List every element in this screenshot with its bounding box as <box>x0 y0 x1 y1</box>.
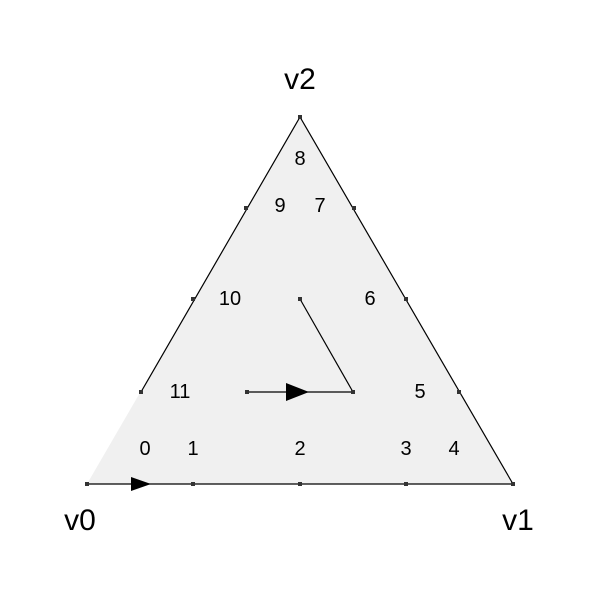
point-marker <box>191 297 195 301</box>
inner-path-diagonal <box>299 298 354 393</box>
point-marker <box>85 482 89 486</box>
point-marker <box>404 297 408 301</box>
vertex-label-v2: v2 <box>284 63 316 96</box>
node-label-3: 3 <box>400 438 411 460</box>
edge-v2-v0 <box>140 116 301 393</box>
node-label-1: 1 <box>187 438 198 460</box>
point-marker <box>351 390 355 394</box>
node-label-6: 6 <box>364 288 375 310</box>
point-marker <box>244 206 248 210</box>
point-marker <box>191 482 195 486</box>
node-label-0: 0 <box>139 438 150 460</box>
node-label-8: 8 <box>294 148 305 170</box>
node-label-10: 10 <box>219 288 241 310</box>
point-marker <box>245 390 249 394</box>
node-label-2: 2 <box>294 438 305 460</box>
point-marker <box>139 390 143 394</box>
bottom-edge-arrow <box>131 477 151 491</box>
point-marker <box>404 482 408 486</box>
vertex-label-v1: v1 <box>502 504 534 537</box>
point-marker <box>511 482 515 486</box>
node-label-5: 5 <box>414 381 425 403</box>
point-marker <box>298 482 302 486</box>
node-label-7: 7 <box>314 195 325 217</box>
vertex-label-v0: v0 <box>64 504 96 537</box>
node-label-4: 4 <box>448 438 459 460</box>
point-marker <box>352 206 356 210</box>
node-label-11: 11 <box>170 381 191 403</box>
node-label-9: 9 <box>274 195 285 217</box>
point-marker <box>298 297 302 301</box>
point-marker <box>457 390 461 394</box>
point-markers <box>85 115 515 486</box>
inner-path-arrow <box>286 383 309 401</box>
point-marker <box>298 115 302 119</box>
